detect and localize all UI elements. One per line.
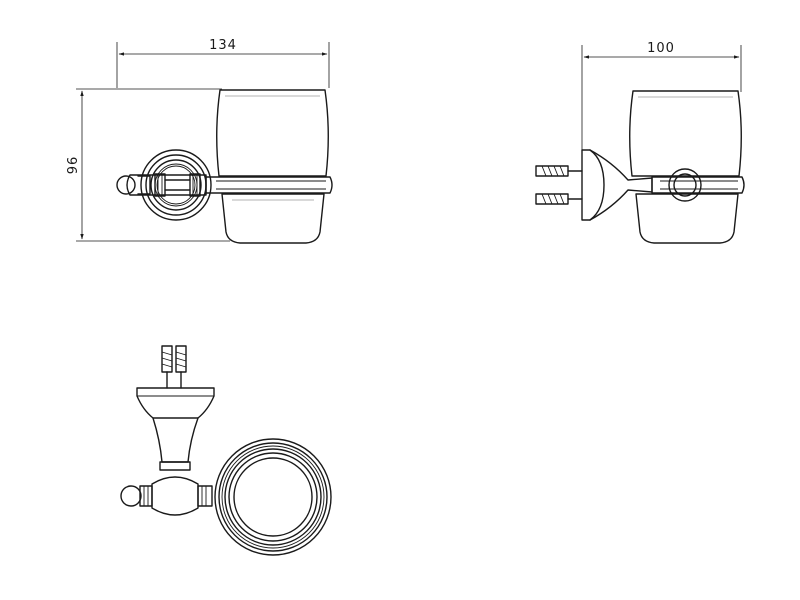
holder-ring-side (651, 168, 745, 202)
wall-plugs-side (535, 165, 583, 205)
side-view: 100 (535, 41, 745, 244)
glass-tumbler-side (629, 90, 742, 244)
holder-ring-front (205, 176, 333, 194)
front-width-label: 134 (209, 38, 237, 53)
top-view (120, 345, 332, 556)
side-width-dimension: 100 (581, 41, 742, 150)
front-view: 134 96 (66, 38, 333, 244)
wall-plate-side (581, 149, 653, 221)
front-width-dimension: 134 (116, 38, 330, 88)
holder-arm-top (120, 476, 213, 516)
side-width-label: 100 (647, 41, 675, 56)
wall-plate-top (136, 387, 215, 471)
front-height-label: 96 (66, 156, 81, 175)
front-height-dimension: 96 (66, 88, 230, 242)
holder-arm-front (116, 173, 207, 197)
tumbler-ring-top (214, 438, 332, 556)
wall-plugs-top (161, 345, 187, 389)
glass-tumbler-front (216, 89, 329, 244)
